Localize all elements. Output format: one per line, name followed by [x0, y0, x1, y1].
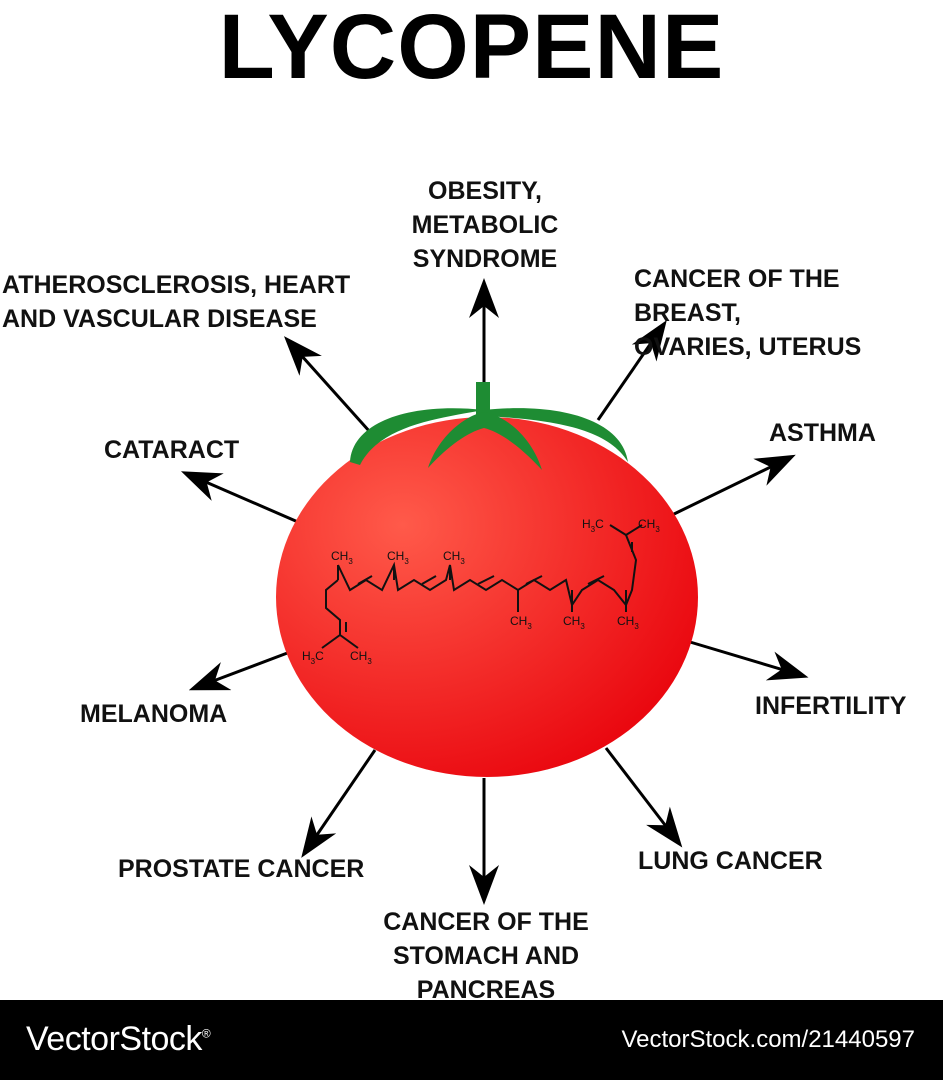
tomato-body: [276, 417, 698, 777]
lycopene-diagram: CH3 CH3 CH3 CH3 CH3 CH3 CH3 CH3 H3C H3C: [180, 278, 809, 905]
ch3-group-6: CH3: [617, 614, 639, 631]
arrow-melanoma: [188, 650, 291, 691]
lycopene-structure: [321, 524, 643, 649]
ch3-group-4: CH3: [510, 614, 532, 631]
image-id: VectorStock.com/21440597: [621, 1026, 915, 1053]
label-melanoma: MELANOMA: [80, 700, 228, 728]
label-cataract: CATARACT: [104, 436, 240, 464]
ch3-group-8: CH3: [350, 649, 372, 666]
arrow-atherosclerosis: [283, 336, 372, 434]
ch3-group-3: CH3: [443, 549, 465, 566]
arrow-asthma: [671, 454, 796, 517]
arrow-breast: [596, 320, 667, 421]
page-title: LYCOPENE: [218, 0, 725, 98]
label-breast: CANCER OF THE BREAST, OVARIES, UTERUS: [634, 265, 862, 361]
h3c-group-1: H3C: [582, 517, 604, 534]
label-atherosclerosis: ATHEROSCLEROSIS, HEART AND VASCULAR DISE…: [2, 271, 351, 333]
label-lung: LUNG CANCER: [638, 847, 823, 875]
arrow-infertility: [689, 640, 809, 681]
arrow-prostate: [301, 749, 377, 858]
ch3-group-1: CH3: [331, 549, 353, 566]
h3c-group-2: H3C: [302, 649, 324, 666]
arrow-lung: [604, 747, 683, 848]
ch3-group-5: CH3: [563, 614, 585, 631]
label-prostate: PROSTATE CANCER: [118, 855, 365, 883]
brand-logo: VectorStock®: [26, 1020, 211, 1058]
label-infertility: INFERTILITY: [755, 692, 907, 720]
arrow-cataract: [180, 471, 299, 524]
label-obesity: OBESITY, METABOLIC SYNDROME: [411, 177, 559, 273]
label-asthma: ASTHMA: [769, 419, 876, 447]
tomato-leaves: [350, 382, 628, 470]
ch3-group-2: CH3: [387, 549, 409, 566]
ch3-group-7: CH3: [638, 517, 660, 534]
watermark-footer: VectorStock® VectorStock.com/21440597: [0, 1000, 943, 1080]
label-stomach: CANCER OF THE STOMACH AND PANCREAS: [383, 908, 589, 1004]
